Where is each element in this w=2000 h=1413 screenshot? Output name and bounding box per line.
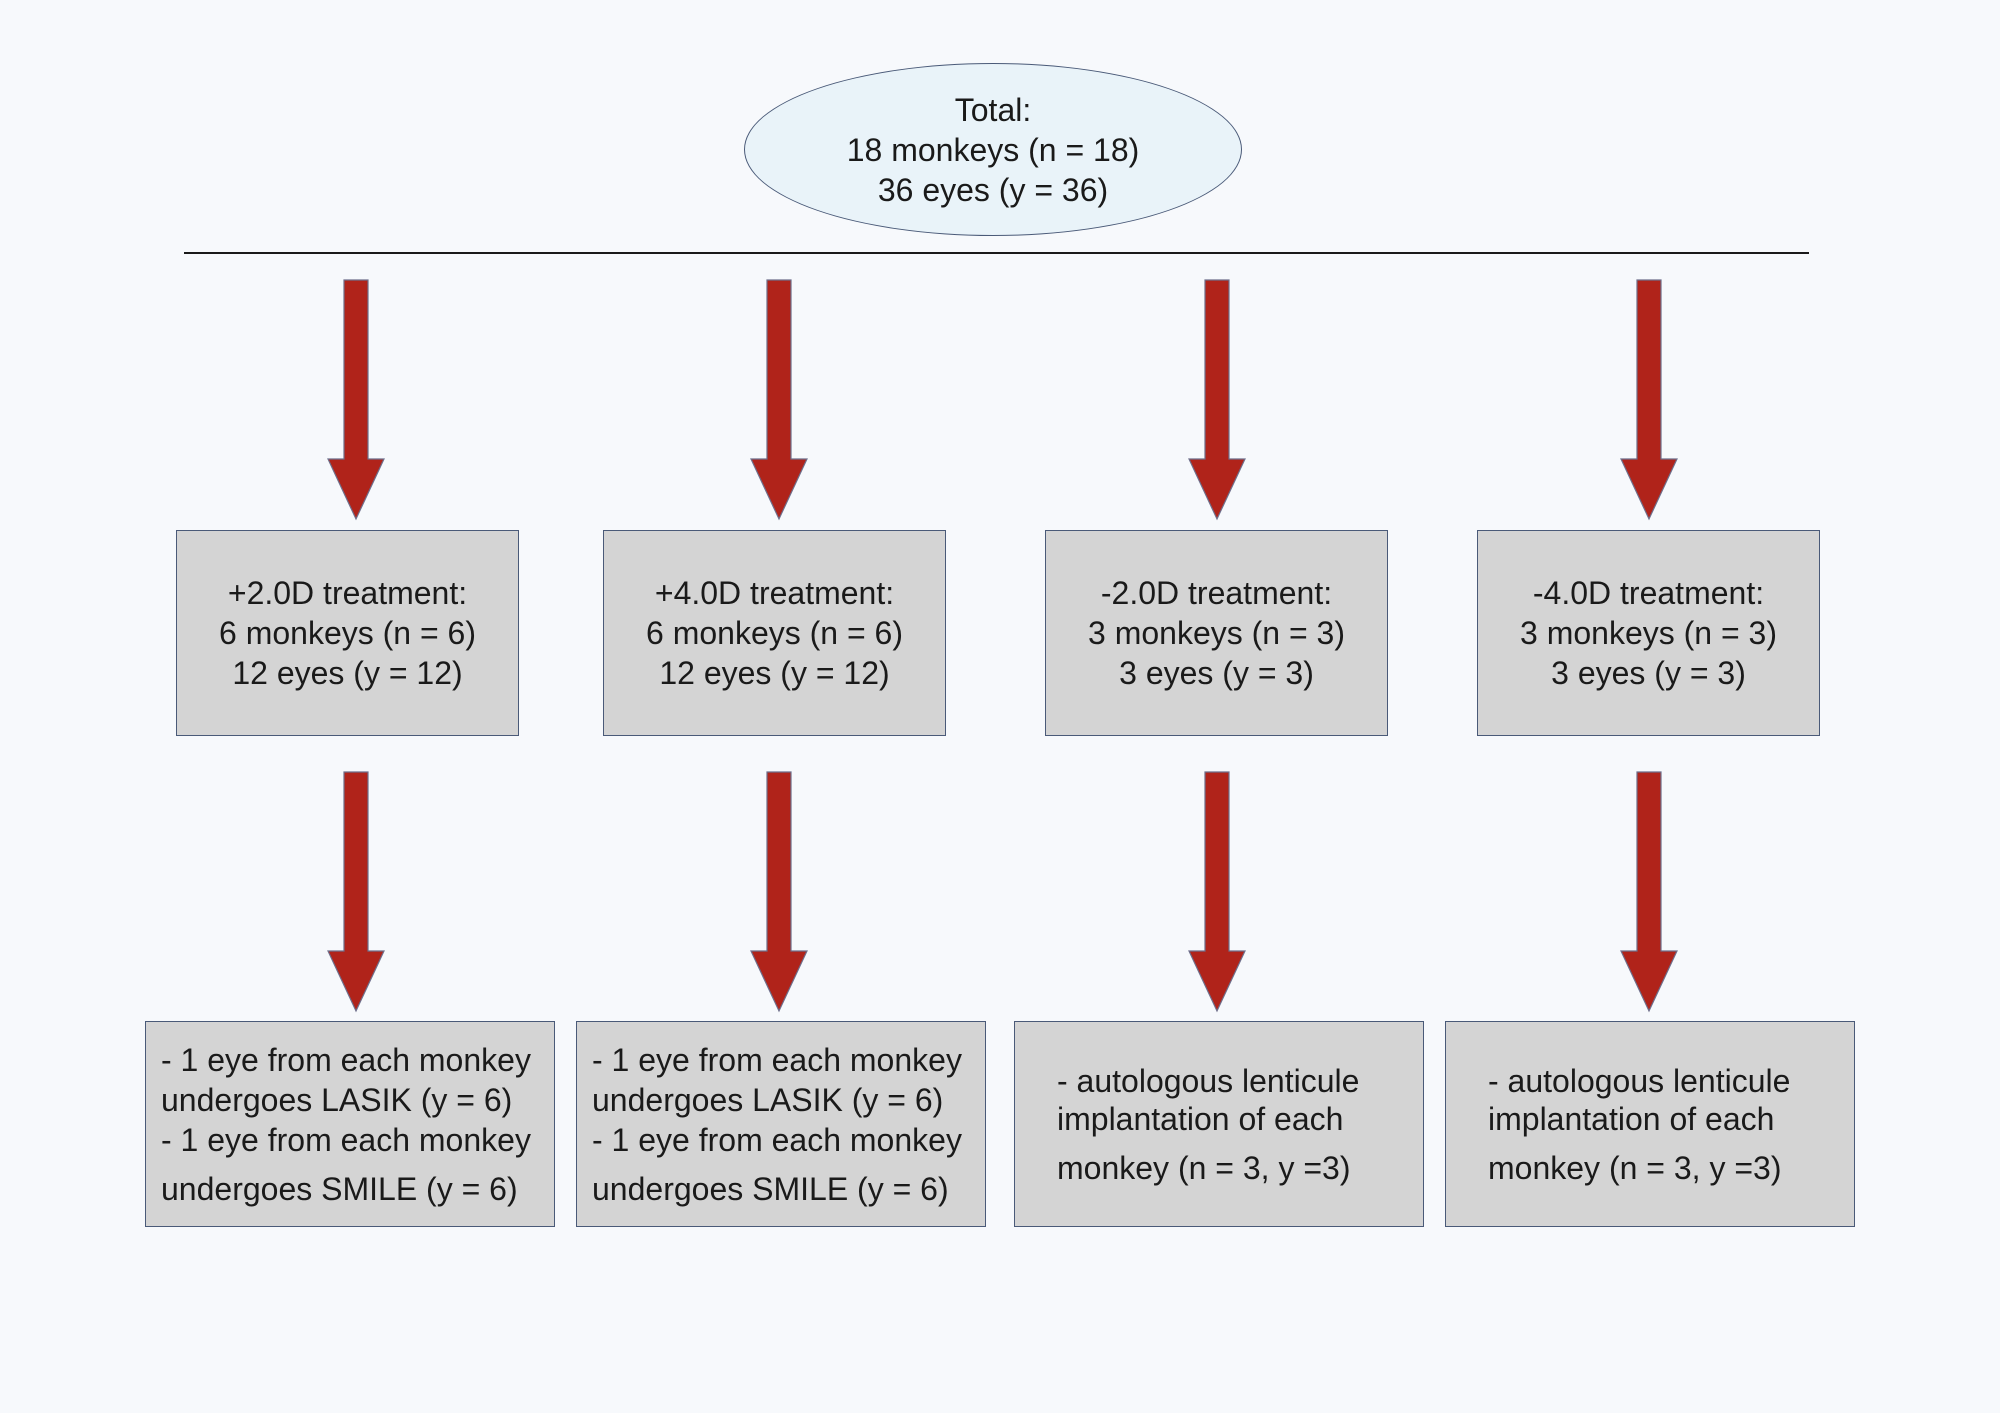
outcome-line: undergoes LASIK (y = 6) — [161, 1081, 513, 1118]
down-arrow-icon — [1187, 771, 1247, 1013]
outcome-line: monkey (n = 3, y =3) — [1057, 1149, 1351, 1186]
treatment-title: -4.0D treatment: — [1532, 575, 1765, 611]
treatment-title: -2.0D treatment: — [1100, 575, 1333, 611]
outcome-line: implantation of each — [1057, 1100, 1344, 1137]
total-ellipse: Total: 18 monkeys (n = 18) 36 eyes (y = … — [744, 63, 1242, 236]
outcome-line: - autologous lenticule — [1057, 1062, 1360, 1099]
treatment-box-minus-4: -4.0D treatment: 3 monkeys (n = 3) 3 eye… — [1477, 530, 1820, 736]
total-monkeys: 18 monkeys (n = 18) — [846, 131, 1140, 168]
outcome-line: undergoes SMILE (y = 6) — [592, 1170, 949, 1207]
outcome-line: - 1 eye from each monkey — [592, 1121, 962, 1158]
treatment-box-minus-2: -2.0D treatment: 3 monkeys (n = 3) 3 eye… — [1045, 530, 1388, 736]
down-arrow-icon — [326, 771, 386, 1013]
treatment-box-plus-2: +2.0D treatment: 6 monkeys (n = 6) 12 ey… — [176, 530, 519, 736]
total-title: Total: — [954, 91, 1032, 128]
outcome-box-minus-2: - autologous lenticule implantation of e… — [1014, 1021, 1424, 1227]
outcome-line: monkey (n = 3, y =3) — [1488, 1149, 1782, 1186]
down-arrow-icon — [749, 771, 809, 1013]
outcome-line: undergoes LASIK (y = 6) — [592, 1081, 944, 1118]
treatment-eyes: 3 eyes (y = 3) — [1551, 655, 1746, 691]
down-arrow-icon — [749, 279, 809, 521]
outcome-line: - 1 eye from each monkey — [592, 1041, 962, 1078]
outcome-box-plus-2: - 1 eye from each monkey undergoes LASIK… — [145, 1021, 555, 1227]
total-eyes: 36 eyes (y = 36) — [877, 171, 1109, 208]
down-arrow-icon — [1187, 279, 1247, 521]
outcome-box-minus-4: - autologous lenticule implantation of e… — [1445, 1021, 1855, 1227]
outcome-line: - 1 eye from each monkey — [161, 1041, 531, 1078]
treatment-eyes: 3 eyes (y = 3) — [1119, 655, 1314, 691]
down-arrow-icon — [326, 279, 386, 521]
treatment-monkeys: 3 monkeys (n = 3) — [1520, 615, 1777, 651]
treatment-title: +4.0D treatment: — [654, 575, 895, 611]
outcome-line: - 1 eye from each monkey — [161, 1121, 531, 1158]
treatment-title: +2.0D treatment: — [227, 575, 468, 611]
outcome-line: undergoes SMILE (y = 6) — [161, 1170, 518, 1207]
outcome-box-plus-4: - 1 eye from each monkey undergoes LASIK… — [576, 1021, 986, 1227]
treatment-monkeys: 6 monkeys (n = 6) — [646, 615, 903, 651]
treatment-monkeys: 3 monkeys (n = 3) — [1088, 615, 1345, 651]
treatment-eyes: 12 eyes (y = 12) — [659, 655, 890, 691]
down-arrow-icon — [1619, 279, 1679, 521]
treatment-monkeys: 6 monkeys (n = 6) — [219, 615, 476, 651]
down-arrow-icon — [1619, 771, 1679, 1013]
outcome-line: implantation of each — [1488, 1100, 1775, 1137]
divider-line — [184, 252, 1809, 254]
treatment-box-plus-4: +4.0D treatment: 6 monkeys (n = 6) 12 ey… — [603, 530, 946, 736]
outcome-line: - autologous lenticule — [1488, 1062, 1791, 1099]
treatment-eyes: 12 eyes (y = 12) — [232, 655, 463, 691]
